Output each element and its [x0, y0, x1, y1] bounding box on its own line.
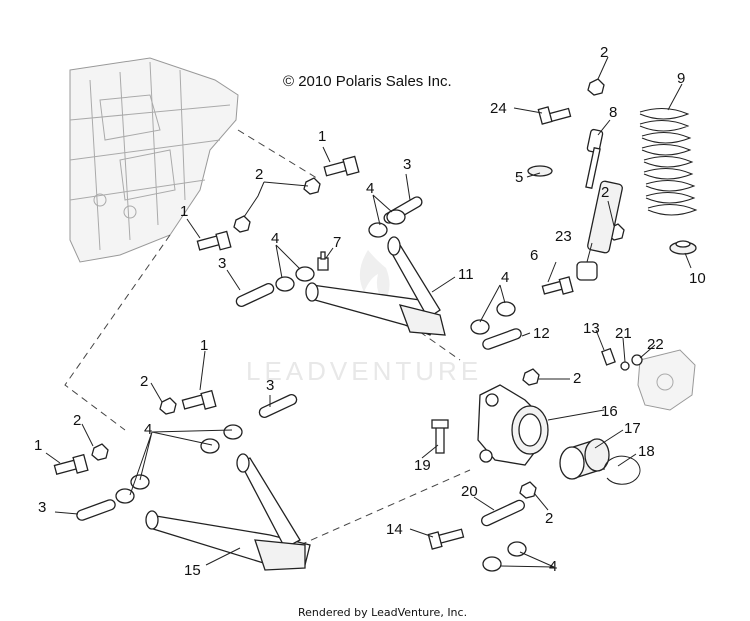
callout-3: 3: [266, 377, 274, 394]
callout-20: 20: [461, 483, 478, 500]
coil-spring: [639, 108, 698, 216]
bolt-1-low: [53, 453, 89, 475]
callout-4: 4: [144, 421, 152, 438]
grease-fitting-7: [317, 251, 329, 271]
callout-2: 2: [140, 373, 148, 390]
callout-18: 18: [638, 443, 655, 460]
sleeves: [76, 196, 598, 527]
watermark-text: LEADVENTURE: [246, 356, 482, 386]
spring-retainer: [669, 240, 697, 255]
bolt-1-left: [196, 230, 232, 251]
callout-2: 2: [545, 510, 553, 527]
callout-21: 21: [615, 325, 632, 342]
washer-5: [527, 165, 553, 177]
bolt-6: [541, 276, 574, 295]
callout-19: 19: [414, 457, 431, 474]
bearing-carrier: [477, 384, 549, 466]
callout-17: 17: [624, 420, 641, 437]
callout-5: 5: [515, 169, 523, 186]
bolt-24: [537, 106, 572, 125]
callout-1: 1: [200, 337, 208, 354]
callout-1: 1: [180, 203, 188, 220]
leader-lines: [45, 56, 692, 568]
callout-11: 11: [458, 266, 474, 283]
callout-15: 15: [184, 562, 201, 579]
bolt-14: [427, 528, 465, 550]
callout-1: 1: [34, 437, 42, 454]
footer-text: Rendered by LeadVenture, Inc.: [298, 606, 467, 619]
callout-3: 3: [403, 156, 411, 173]
callout-14: 14: [386, 521, 403, 538]
bolt-19: [431, 419, 449, 454]
bearing: [559, 438, 610, 480]
callout-2: 2: [73, 412, 81, 429]
upper-a-arm: [305, 236, 446, 336]
callout-3: 3: [218, 255, 226, 272]
callout-10: 10: [689, 270, 706, 287]
watermark: LEADVENTURE: [246, 250, 482, 386]
shock-absorber: [585, 128, 623, 254]
copyright-text: © 2010 Polaris Sales Inc.: [283, 73, 452, 90]
callout-7: 7: [333, 234, 341, 251]
callout-4: 4: [549, 558, 557, 575]
retaining-ring: [603, 455, 641, 485]
bolts: [53, 106, 574, 550]
callout-23: 23: [555, 228, 572, 245]
callout-9: 9: [677, 70, 685, 87]
callout-16: 16: [601, 403, 618, 420]
vehicle-frame: [69, 57, 239, 263]
callout-22: 22: [647, 336, 664, 353]
callout-24: 24: [490, 100, 507, 117]
bushings: [115, 209, 527, 572]
callout-4: 4: [271, 230, 279, 247]
bolt-1-mid: [181, 389, 217, 410]
callout-2: 2: [573, 370, 581, 387]
callout-2: 2: [600, 44, 608, 61]
bolt-1-top: [323, 155, 360, 177]
callout-6: 6: [530, 247, 538, 264]
callout-4: 4: [501, 269, 509, 286]
callout-2: 2: [601, 184, 609, 201]
callout-13: 13: [583, 320, 600, 337]
nuts: [91, 78, 625, 499]
callout-1: 1: [318, 128, 326, 145]
callout-labels: 1 1 1 1 2 2 2 2 2 2 2 3 3 3 3 4 4 4 4 4 …: [34, 44, 706, 579]
brake-caliper: [601, 347, 696, 411]
callout-2: 2: [255, 166, 263, 183]
callout-12: 12: [533, 325, 550, 342]
callout-8: 8: [609, 104, 617, 121]
callout-4: 4: [366, 180, 374, 197]
lower-a-arm: [145, 453, 311, 571]
callout-3: 3: [38, 499, 46, 516]
